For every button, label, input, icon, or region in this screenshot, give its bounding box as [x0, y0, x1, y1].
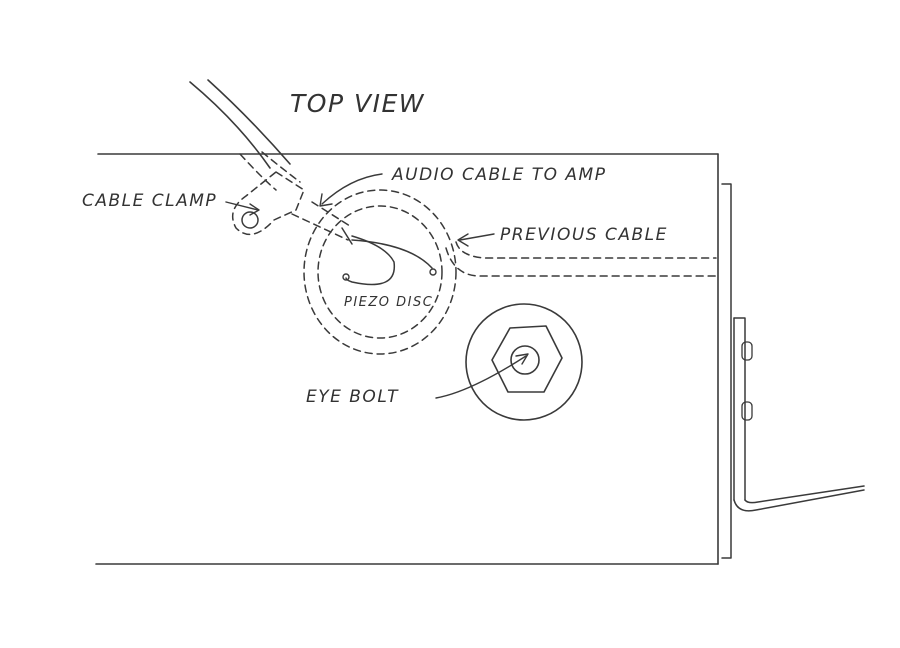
eye-bolt	[465, 303, 583, 421]
cable-clamp-label: CABLE CLAMP	[82, 191, 217, 211]
audio-cable-hidden	[239, 151, 353, 245]
bracket-bolt-upper	[741, 341, 753, 361]
bracket-bolt-lower	[741, 401, 753, 421]
plate-outline	[95, 153, 719, 565]
side-bracket	[721, 183, 865, 559]
eye-bolt-center	[510, 345, 540, 375]
terminal-left	[342, 273, 350, 281]
leader-arrows	[225, 173, 529, 399]
terminal-right	[429, 268, 437, 276]
diagram-title: TOP VIEW	[290, 89, 425, 118]
previous-cable-arrow	[459, 233, 495, 241]
audio-cable-arrow	[321, 173, 383, 205]
previous-cable	[445, 241, 717, 277]
piezo-disc-label: PIEZO DISC	[344, 295, 433, 310]
previous-cable-label: PREVIOUS CABLE	[500, 225, 668, 245]
piezo-disc	[303, 189, 457, 355]
audio-cable-label: AUDIO CABLE TO AMP	[391, 165, 606, 185]
audio-cable	[189, 79, 291, 169]
clamp-screw	[241, 211, 259, 229]
eye-bolt-arrow	[435, 355, 527, 399]
eye-bolt-label: EYE BOLT	[306, 387, 399, 407]
eye-bolt-hex-nut	[491, 325, 563, 393]
piezo-wire	[342, 235, 437, 286]
cable-clamp-arrow	[225, 201, 259, 211]
eye-bolt-washer	[465, 303, 583, 421]
cable-clamp	[231, 171, 305, 236]
